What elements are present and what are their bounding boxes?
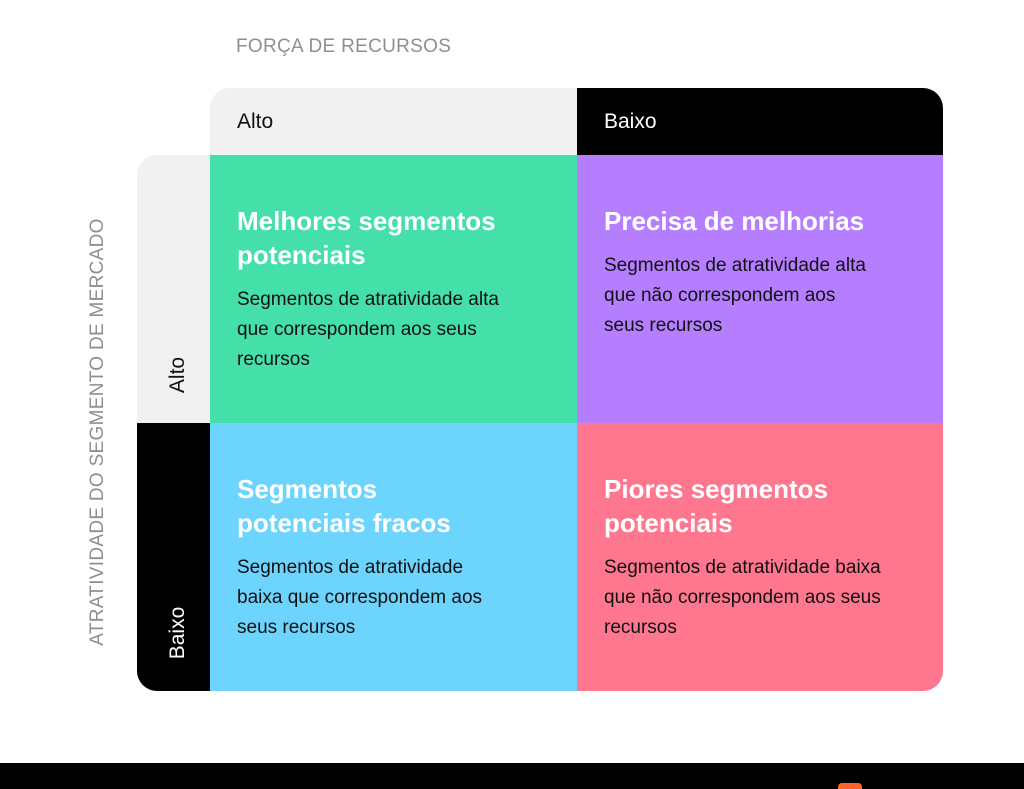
quadrant-needs-improvement: Precisa de melhorias Segmentos de atrati… (577, 155, 943, 423)
row-header-alto-label: Alto (166, 356, 189, 394)
quadrant-description: Segmentos de atratividade alta que não c… (604, 255, 866, 336)
quadrant-description: Segmentos de atratividade baixa que não … (604, 557, 881, 638)
brand-logo-icon (838, 783, 862, 789)
column-header-alto: Alto (210, 88, 577, 155)
quadrant-title: Piores segmentos potenciais (604, 474, 828, 538)
quadrant-description: Segmentos de atratividade alta que corre… (237, 289, 499, 370)
footer-bar (0, 763, 1024, 789)
row-header-baixo: Baixo (137, 423, 210, 691)
column-header-baixo: Baixo (577, 88, 943, 155)
row-header-baixo-label: Baixo (166, 606, 189, 660)
quadrant-title: Segmentos potenciais fracos (237, 474, 451, 538)
column-header-baixo-label: Baixo (604, 109, 657, 133)
x-axis-title: FORÇA DE RECURSOS (236, 36, 452, 57)
quadrant-title: Melhores segmentos potenciais (237, 206, 496, 270)
quadrant-title: Precisa de melhorias (604, 206, 865, 236)
quadrant-worst-segments: Piores segmentos potenciais Segmentos de… (577, 423, 943, 691)
y-axis-title: ATRATIVIDADE DO SEGMENTO DE MERCADO (87, 218, 108, 646)
row-header-alto: Alto (137, 155, 210, 423)
quadrant-best-segments: Melhores segmentos potenciais Segmentos … (210, 155, 577, 423)
quadrant-description: Segmentos de atratividade baixa que corr… (237, 557, 483, 638)
column-header-alto-label: Alto (237, 109, 274, 133)
quadrant-weak-segments: Segmentos potenciais fracos Segmentos de… (210, 423, 577, 691)
